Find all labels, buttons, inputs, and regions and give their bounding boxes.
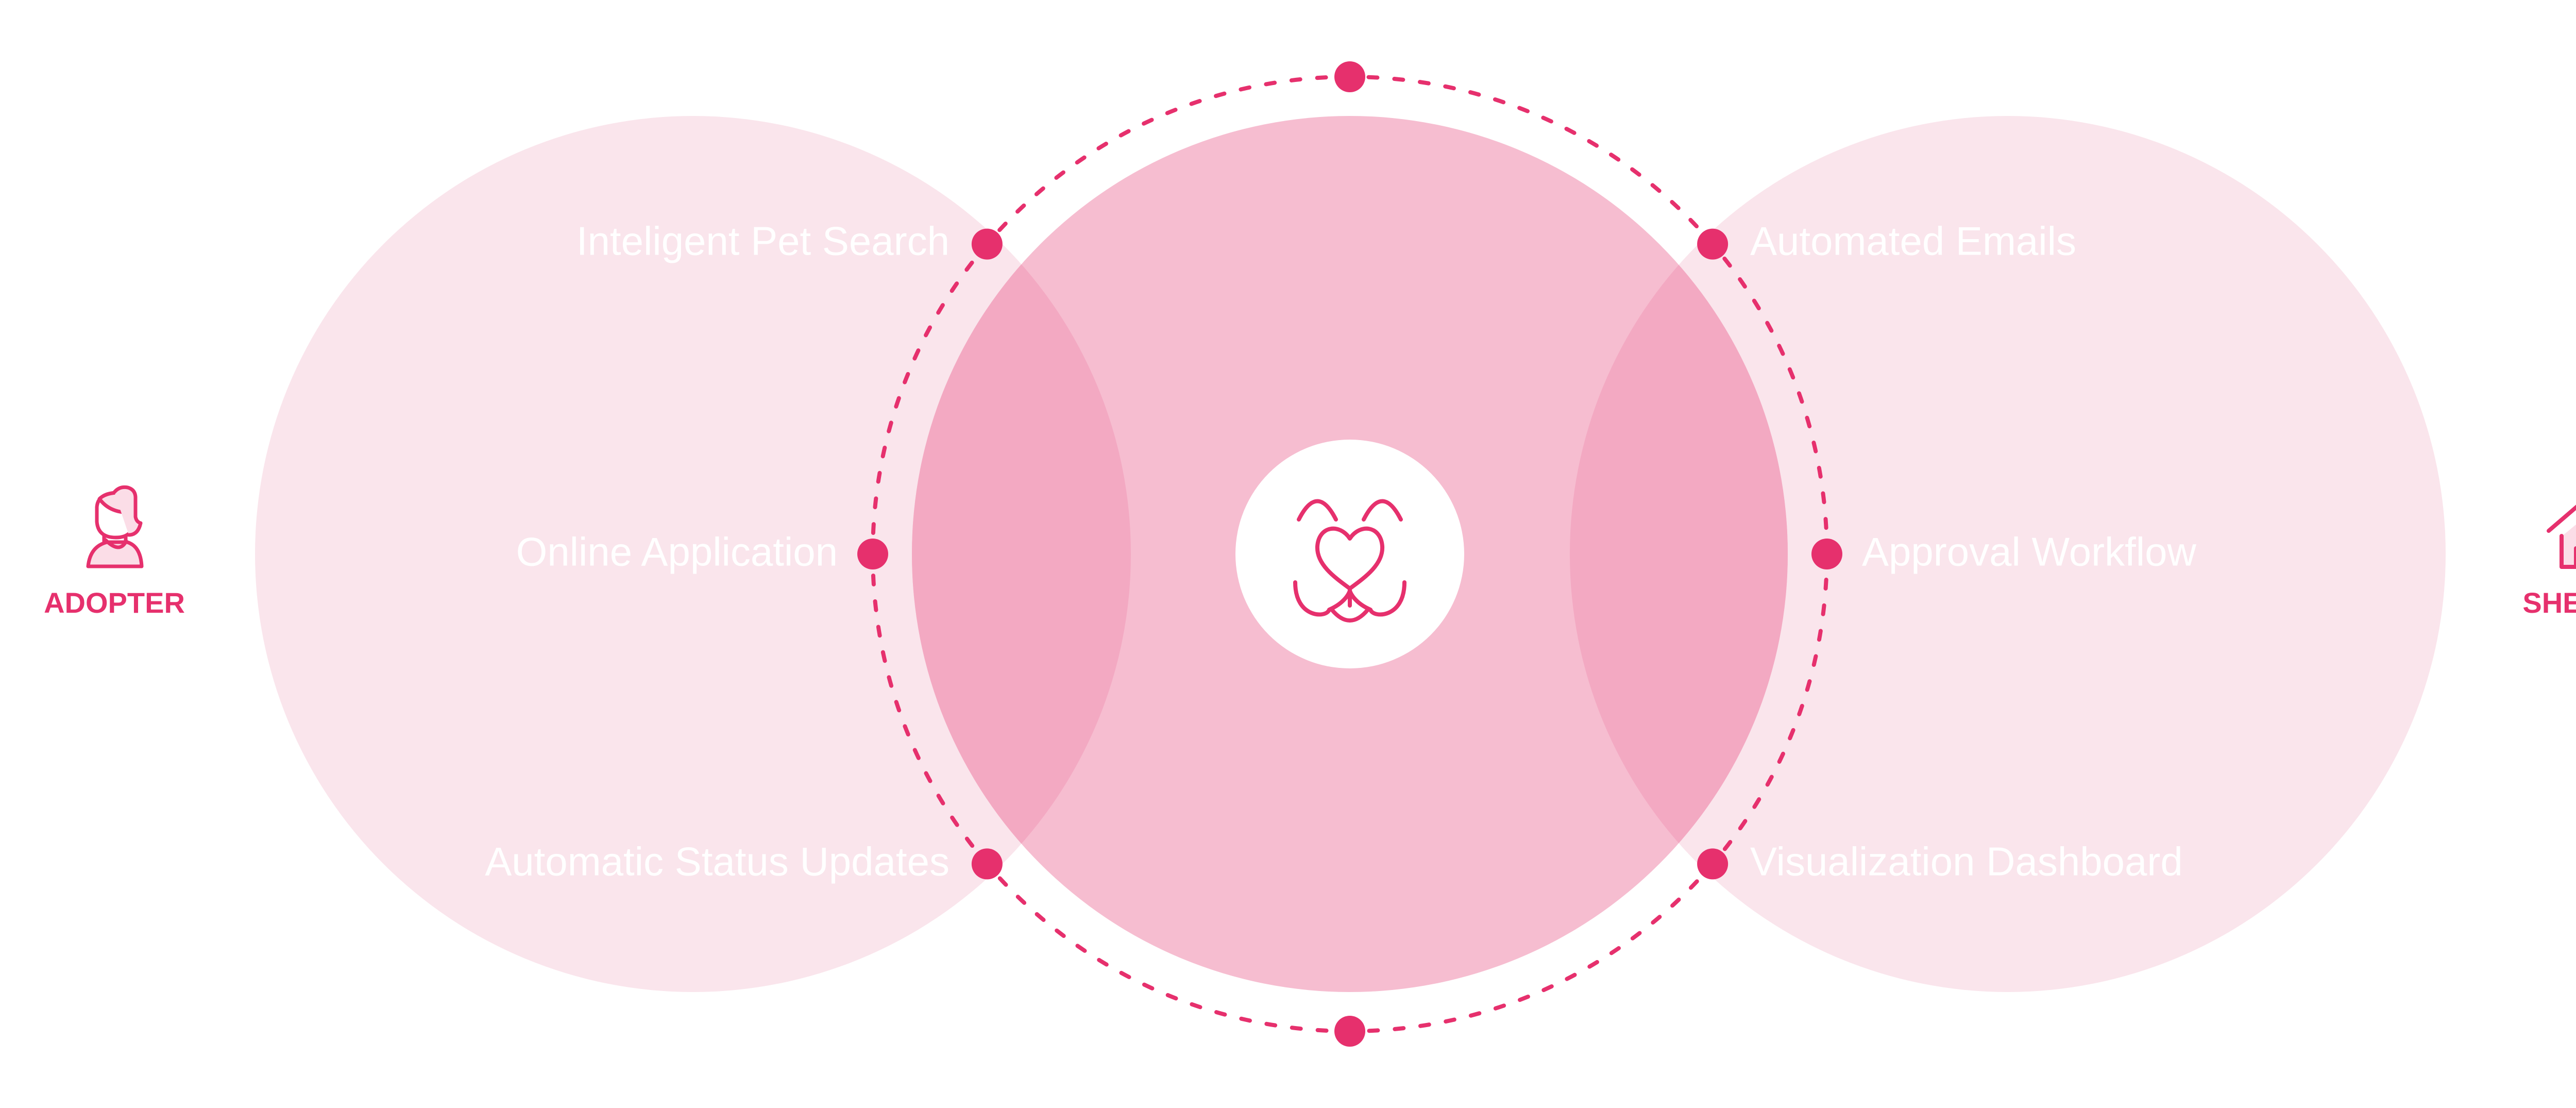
orbit-dot [971,848,1003,880]
center-logo [1235,440,1464,668]
orbit-dot [971,228,1003,260]
orbit-dot [1334,1016,1365,1047]
adopter-person-icon [86,485,144,568]
adopter-circle [255,116,1131,992]
orbit-dot [1334,61,1365,92]
feature-label: Visualization Dashboard [1750,839,2183,884]
feature-label: Automated Emails [1750,219,2076,264]
pet-face-heart-icon [1293,499,1406,623]
shelter-label: SHELTER [2522,586,2576,619]
feature-label: Online Application [516,529,838,575]
adopter-label: ADOPTER [44,586,185,619]
orbit-dot [1811,539,1842,569]
orbit-dot [1697,228,1728,260]
feature-label: Inteligent Pet Search [577,219,950,264]
orbit-dot [1697,848,1728,880]
orbit-dot [857,539,888,569]
adopter-role: ADOPTER [44,485,185,619]
shelter-role: SHELTER [2522,505,2576,619]
feature-label: Automatic Status Updates [485,839,950,884]
house-icon [2547,505,2576,569]
feature-label: Approval Workflow [1862,529,2196,575]
shelter-circle [1570,116,2446,992]
